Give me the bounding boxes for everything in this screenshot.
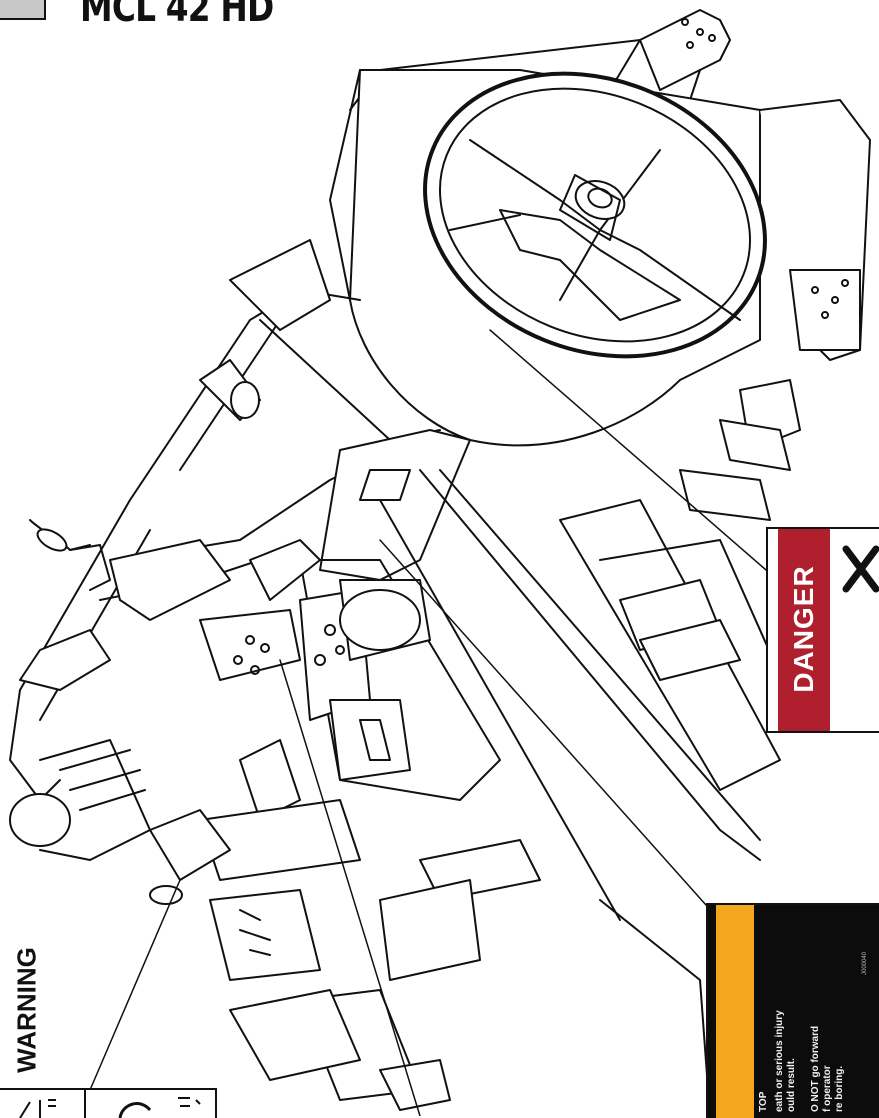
hazard-pictogram-icon [842, 545, 879, 593]
decal-pictogram-icon [19, 1090, 201, 1118]
callout-leaders [89, 329, 767, 1116]
warning-line-3: ould result. [786, 1058, 797, 1112]
carriage-beams [199, 429, 761, 921]
danger-band [778, 529, 830, 731]
warning-line-2: eath or serious injury [774, 1010, 785, 1112]
warning-decal [706, 903, 879, 1118]
warning-band [716, 905, 754, 1118]
frame-right-supports [679, 99, 871, 521]
drive-assembly [199, 579, 431, 981]
warning-line-4: O NOT go forward [810, 1025, 821, 1112]
danger-signal-word: DANGER [788, 565, 819, 693]
cutting-head-housing [329, 69, 767, 447]
model-title: MCL 42 HD [80, 0, 274, 31]
header-box [0, 0, 46, 20]
warning-line-6: re boring. [834, 1065, 845, 1112]
warning-signal-word: WARNING [11, 947, 42, 1073]
warning-line-1: TOP [758, 1091, 769, 1112]
warning-part-code: J000040 [862, 951, 868, 975]
left-pipework [9, 519, 231, 905]
warning-line-5: f operator [822, 1065, 833, 1112]
danger-decal: DANGER [766, 527, 879, 733]
bottom-left-decal [0, 1088, 217, 1118]
